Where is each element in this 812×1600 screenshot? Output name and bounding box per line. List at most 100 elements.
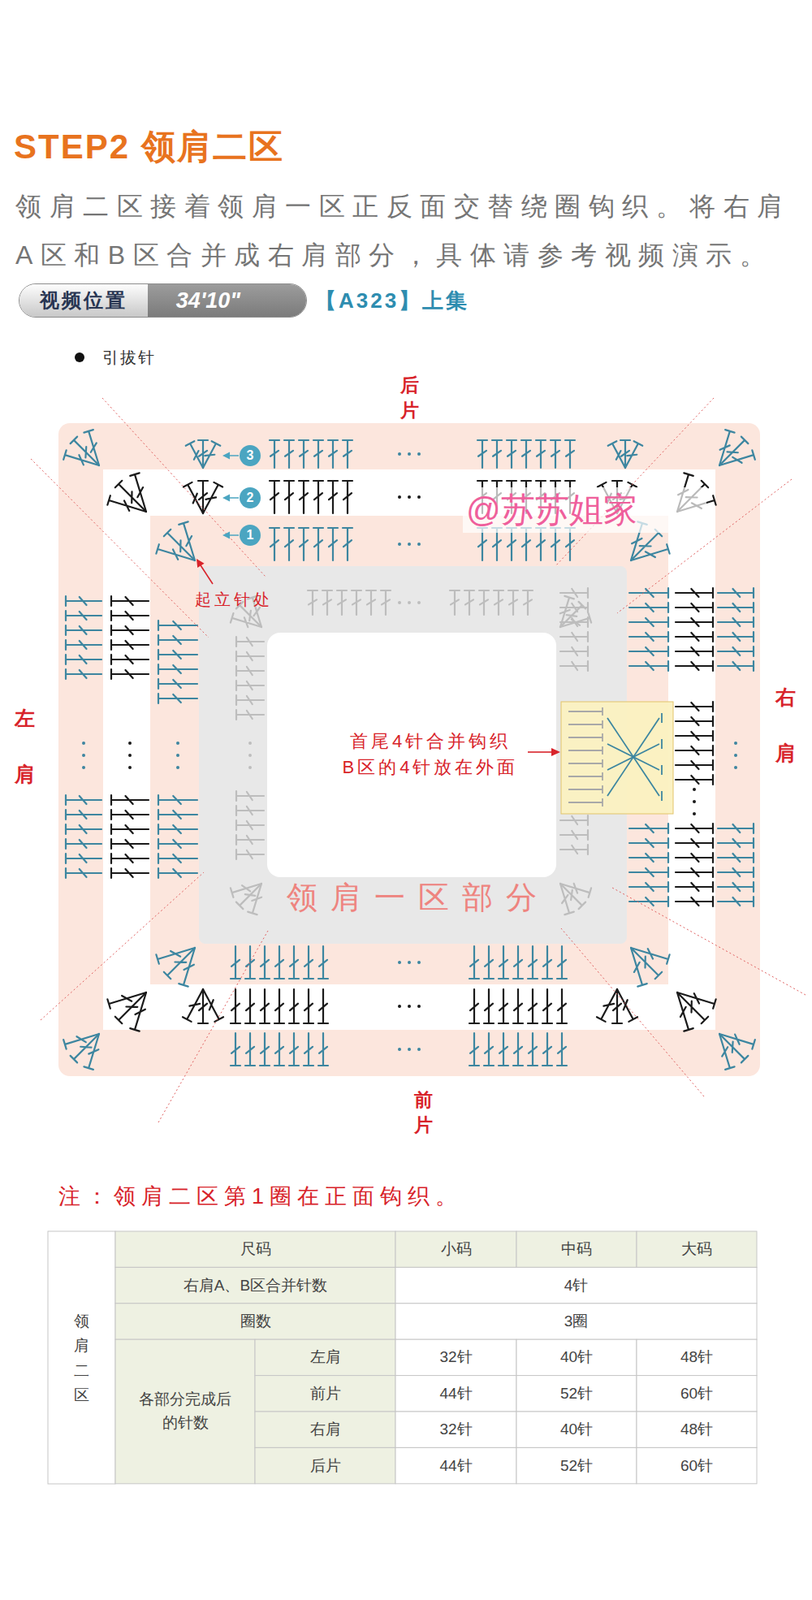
stitch-symbol <box>284 480 294 514</box>
stitch-symbol <box>568 746 603 755</box>
callout-pointer <box>228 534 239 536</box>
stitch-symbol <box>565 527 575 561</box>
note-label: 起立针处 <box>194 586 299 613</box>
stitch-symbol <box>236 805 264 816</box>
watermark: @苏苏姐家 <box>462 487 707 533</box>
stitch-symbol <box>198 440 208 468</box>
stitch-symbol <box>557 989 567 1024</box>
stitch-symbol <box>303 945 314 979</box>
stitch-symbol <box>568 759 603 768</box>
table-cell <box>636 1411 757 1447</box>
stitch-symbol <box>508 590 519 615</box>
stitch-symbol <box>629 544 670 566</box>
table-cell <box>636 1375 757 1412</box>
stitch-symbol <box>675 837 713 848</box>
center-opening <box>267 632 557 877</box>
table-cell-text: 3圈 <box>395 1303 757 1339</box>
ellipsis-dot <box>397 452 402 456</box>
stitch-symbol <box>158 634 198 645</box>
stitch-symbol <box>111 838 149 849</box>
stitch-symbol <box>298 440 309 468</box>
table-cell <box>254 1338 396 1375</box>
stitch-symbol <box>629 617 669 627</box>
stitch-symbol <box>313 527 324 561</box>
stitch-symbol <box>675 823 713 834</box>
ellipsis-dot <box>407 542 411 546</box>
note-text: 注：领肩二区第1圈在正面钩织。 <box>58 1179 676 1214</box>
stitch-symbol <box>65 824 102 834</box>
table-cell-text: 4针 <box>395 1266 757 1303</box>
stitch-symbol <box>565 440 575 468</box>
callout-circle: 2 <box>239 487 261 509</box>
corner-guide <box>158 930 268 1123</box>
stitch-symbol <box>513 989 523 1024</box>
callout-number: 3 <box>246 449 255 463</box>
table-cell-text: 尺码 <box>115 1230 396 1267</box>
stitch-symbol <box>70 436 104 470</box>
stitch-symbol <box>164 529 199 564</box>
side-label: 右肩 <box>775 669 796 782</box>
side-label: 后片 <box>344 381 475 415</box>
ellipsis-dot <box>397 1047 402 1051</box>
ellipsis-dot <box>692 787 696 791</box>
stitch-symbol <box>560 829 588 840</box>
stitch-symbol <box>289 945 299 979</box>
stitch-symbol <box>115 480 150 515</box>
side-label: 前片 <box>358 1096 489 1129</box>
stitch-symbol <box>550 440 561 468</box>
table-cell <box>636 1338 757 1375</box>
stitch-symbol <box>236 709 264 720</box>
arrowhead <box>222 494 230 502</box>
table-cell-text: 右肩A、B区合并针数 <box>115 1266 396 1303</box>
legend-symbol <box>74 352 85 363</box>
table-cell <box>516 1338 637 1375</box>
stitch-symbol <box>621 440 644 471</box>
stitch-symbol <box>65 625 102 635</box>
stitch-symbol <box>65 654 102 665</box>
stitch-symbol <box>717 617 754 627</box>
stitch-symbol <box>716 436 749 470</box>
stitch-symbol <box>158 693 198 704</box>
ellipsis-dot <box>248 741 252 745</box>
stitch-symbol <box>313 440 324 468</box>
table-cell <box>254 1446 396 1483</box>
outer-band <box>58 423 761 1076</box>
stitch-symbol <box>245 1032 255 1066</box>
stitch-symbol <box>483 1032 494 1066</box>
stitch-symbol <box>164 944 199 979</box>
stitch-symbol <box>158 794 198 805</box>
row-band <box>150 515 669 985</box>
note-pointer <box>527 751 553 753</box>
stitch-symbol <box>717 660 754 671</box>
stitch-symbol <box>307 590 318 615</box>
stitch-symbol <box>675 602 713 613</box>
stitch-symbol <box>629 837 669 848</box>
stitch-symbol <box>65 610 102 621</box>
ellipsis-dot <box>397 960 402 964</box>
stitch-symbol <box>289 989 299 1024</box>
stitch-symbol <box>675 730 713 741</box>
stitch-symbol <box>111 824 149 834</box>
table-cell-text: 各部分完成后的针数 <box>115 1338 255 1484</box>
ellipsis-dot <box>397 600 402 605</box>
stitch-symbol <box>568 772 603 781</box>
stitch-symbol <box>527 989 538 1024</box>
play-button <box>275 286 303 315</box>
stitch-symbol <box>477 527 488 561</box>
stitch-symbol <box>717 896 754 907</box>
stitch-symbol <box>155 942 196 964</box>
stitch-symbol <box>550 527 561 561</box>
stitch-symbol <box>521 527 532 561</box>
stitch-symbol <box>107 987 147 1009</box>
table-cell-text: 大码 <box>636 1230 757 1267</box>
stitch-symbol <box>111 794 149 805</box>
stitch-symbol <box>498 989 509 1024</box>
stitch-symbol <box>328 527 338 561</box>
callout-pointer <box>228 496 239 499</box>
stitch-symbol <box>483 989 494 1024</box>
stitch-symbol <box>230 989 241 1024</box>
ellipsis-dot <box>417 495 421 499</box>
table-cell-text: 32针 <box>395 1338 517 1375</box>
stitch-symbol <box>198 482 223 516</box>
stitch-symbol <box>714 1032 735 1070</box>
